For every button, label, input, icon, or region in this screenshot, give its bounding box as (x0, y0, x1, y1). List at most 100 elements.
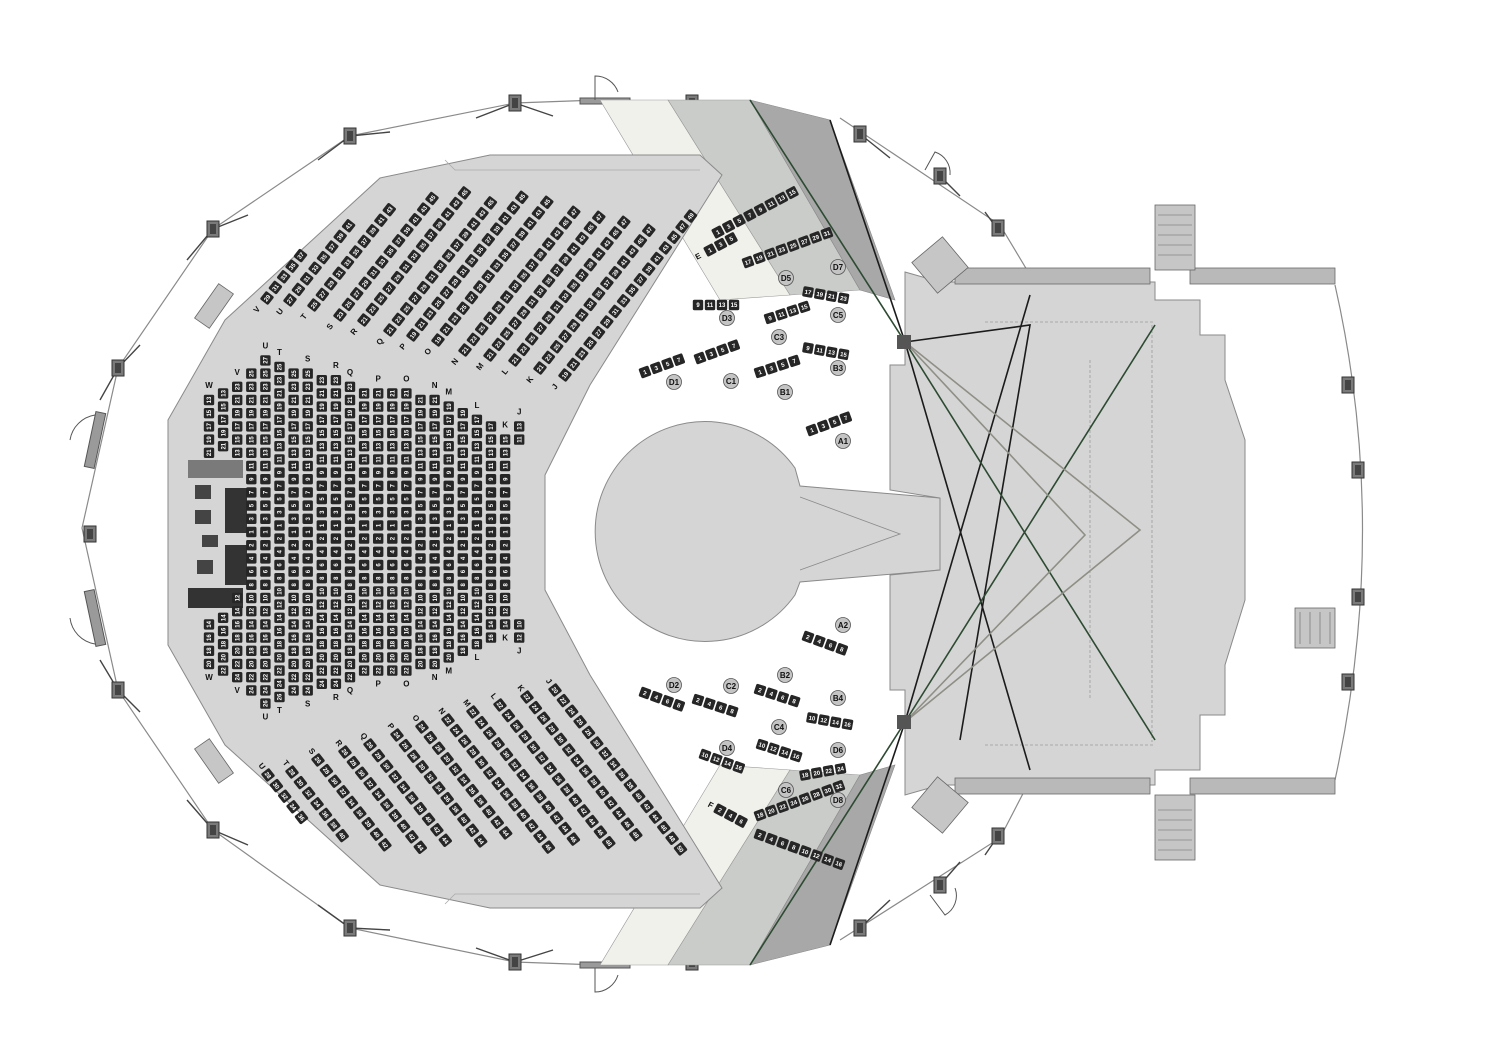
seat[interactable]: 5 (387, 493, 398, 505)
seat[interactable]: 2 (260, 540, 271, 551)
seat[interactable]: 18 (344, 645, 356, 656)
seat[interactable]: 4 (330, 546, 342, 557)
seat[interactable]: 13 (231, 447, 243, 458)
seat[interactable]: 31 (366, 265, 381, 280)
seat[interactable]: 6 (373, 559, 384, 571)
seat[interactable]: 4 (358, 546, 370, 557)
seat[interactable]: 42 (490, 815, 505, 830)
seat[interactable]: 10 (499, 592, 511, 604)
seat[interactable]: 9 (485, 474, 497, 485)
seat[interactable]: 18 (443, 639, 454, 650)
seat[interactable]: 6 (387, 559, 398, 571)
seat[interactable]: 22 (288, 672, 299, 683)
seat[interactable]: 29 (566, 318, 581, 333)
seat[interactable]: 1 (693, 351, 707, 365)
seat[interactable]: 3 (471, 507, 483, 518)
seat[interactable]: 13 (429, 447, 440, 458)
seat[interactable]: 9 (344, 474, 356, 485)
seat[interactable]: 36 (524, 779, 539, 794)
seat[interactable]: 9 (274, 467, 285, 478)
seat[interactable]: 21 (439, 322, 454, 337)
seat[interactable]: 20 (316, 652, 327, 663)
seat[interactable]: 37 (450, 238, 465, 253)
seat[interactable]: 37 (391, 233, 406, 248)
seat[interactable]: 37 (424, 228, 439, 243)
seat[interactable]: 4 (415, 553, 426, 564)
seat[interactable]: 43 (475, 206, 490, 221)
seat[interactable]: 21 (414, 317, 429, 332)
seat[interactable]: 1 (358, 520, 370, 531)
seat[interactable]: 29 (323, 276, 338, 291)
seat[interactable]: 41 (616, 255, 631, 270)
seat[interactable]: 16 (401, 625, 412, 637)
section-marker[interactable]: B4 (830, 690, 846, 706)
seat[interactable]: 4 (302, 553, 313, 564)
seat[interactable]: 36 (318, 807, 333, 822)
seat[interactable]: 7 (358, 480, 370, 491)
seat[interactable]: 34 (491, 776, 506, 791)
seat[interactable]: 39 (533, 247, 548, 262)
seat[interactable]: 2 (373, 533, 384, 544)
seat[interactable]: 12 (274, 599, 285, 610)
seat[interactable]: 43 (550, 226, 565, 241)
seat[interactable]: 2 (330, 533, 342, 544)
seat[interactable]: 4 (429, 553, 440, 564)
seat[interactable]: 31 (524, 295, 539, 310)
seat[interactable]: 11 (457, 460, 468, 472)
seat[interactable]: 16 (415, 632, 426, 643)
seat[interactable]: 5 (274, 493, 285, 505)
seat[interactable]: 34 (543, 761, 558, 776)
seat[interactable]: 23 (491, 337, 506, 352)
seat[interactable]: 2 (801, 630, 815, 644)
seat[interactable]: 18 (401, 639, 412, 650)
seat[interactable]: 34 (344, 795, 359, 810)
seat[interactable]: 19 (406, 328, 421, 343)
seat[interactable]: 44 (533, 829, 548, 844)
seat[interactable]: 7 (274, 480, 285, 491)
seat[interactable]: 44 (612, 806, 627, 821)
seat[interactable]: 47 (641, 223, 656, 238)
seat[interactable]: 35 (625, 283, 640, 298)
seat[interactable]: 28 (346, 755, 361, 770)
seat[interactable]: 10 (358, 586, 370, 597)
seat[interactable]: 20 (217, 652, 229, 663)
seat[interactable]: 20 (288, 658, 299, 670)
seat[interactable]: 40 (568, 793, 583, 808)
seat[interactable]: 5 (776, 358, 789, 371)
section-marker[interactable]: D7 (830, 259, 846, 275)
seat[interactable]: 11 (358, 454, 370, 465)
seat[interactable]: 4 (274, 546, 285, 557)
seat[interactable]: 6 (401, 559, 412, 571)
seat[interactable]: 13 (358, 441, 370, 452)
seat[interactable]: 30 (474, 755, 489, 770)
seat[interactable]: 38 (508, 797, 523, 812)
seat[interactable]: 19 (302, 408, 313, 419)
seat[interactable]: 13 (514, 421, 525, 432)
seat[interactable]: 33 (558, 289, 573, 304)
seat[interactable]: 29 (516, 305, 531, 320)
seat[interactable]: 21 (566, 357, 581, 372)
seat[interactable]: 34 (570, 753, 585, 768)
seat[interactable]: 41 (566, 242, 581, 257)
seat[interactable]: 39 (641, 262, 656, 277)
seat[interactable]: 20 (429, 658, 440, 670)
seat[interactable]: 40 (457, 812, 472, 827)
seat[interactable]: 16 (288, 632, 299, 643)
seat[interactable]: 8 (835, 643, 849, 656)
seat[interactable]: 27 (349, 286, 364, 301)
seat[interactable]: 24 (288, 685, 299, 696)
seat[interactable]: 43 (575, 231, 590, 246)
section-marker[interactable]: C1 (723, 373, 739, 389)
seat[interactable]: 17 (373, 414, 384, 425)
seat[interactable]: 34 (456, 773, 471, 788)
seat[interactable]: 3 (457, 513, 468, 524)
seat[interactable]: 21 (483, 348, 498, 363)
seat[interactable]: 8 (726, 704, 739, 718)
seat[interactable]: 15 (387, 427, 398, 439)
seat[interactable]: 25 (302, 368, 313, 379)
seat[interactable]: 18 (415, 645, 426, 656)
seat[interactable]: 2 (344, 540, 356, 551)
seat[interactable]: 8 (471, 573, 483, 584)
section-marker[interactable]: D8 (830, 792, 846, 808)
seat[interactable]: 42 (524, 819, 539, 834)
